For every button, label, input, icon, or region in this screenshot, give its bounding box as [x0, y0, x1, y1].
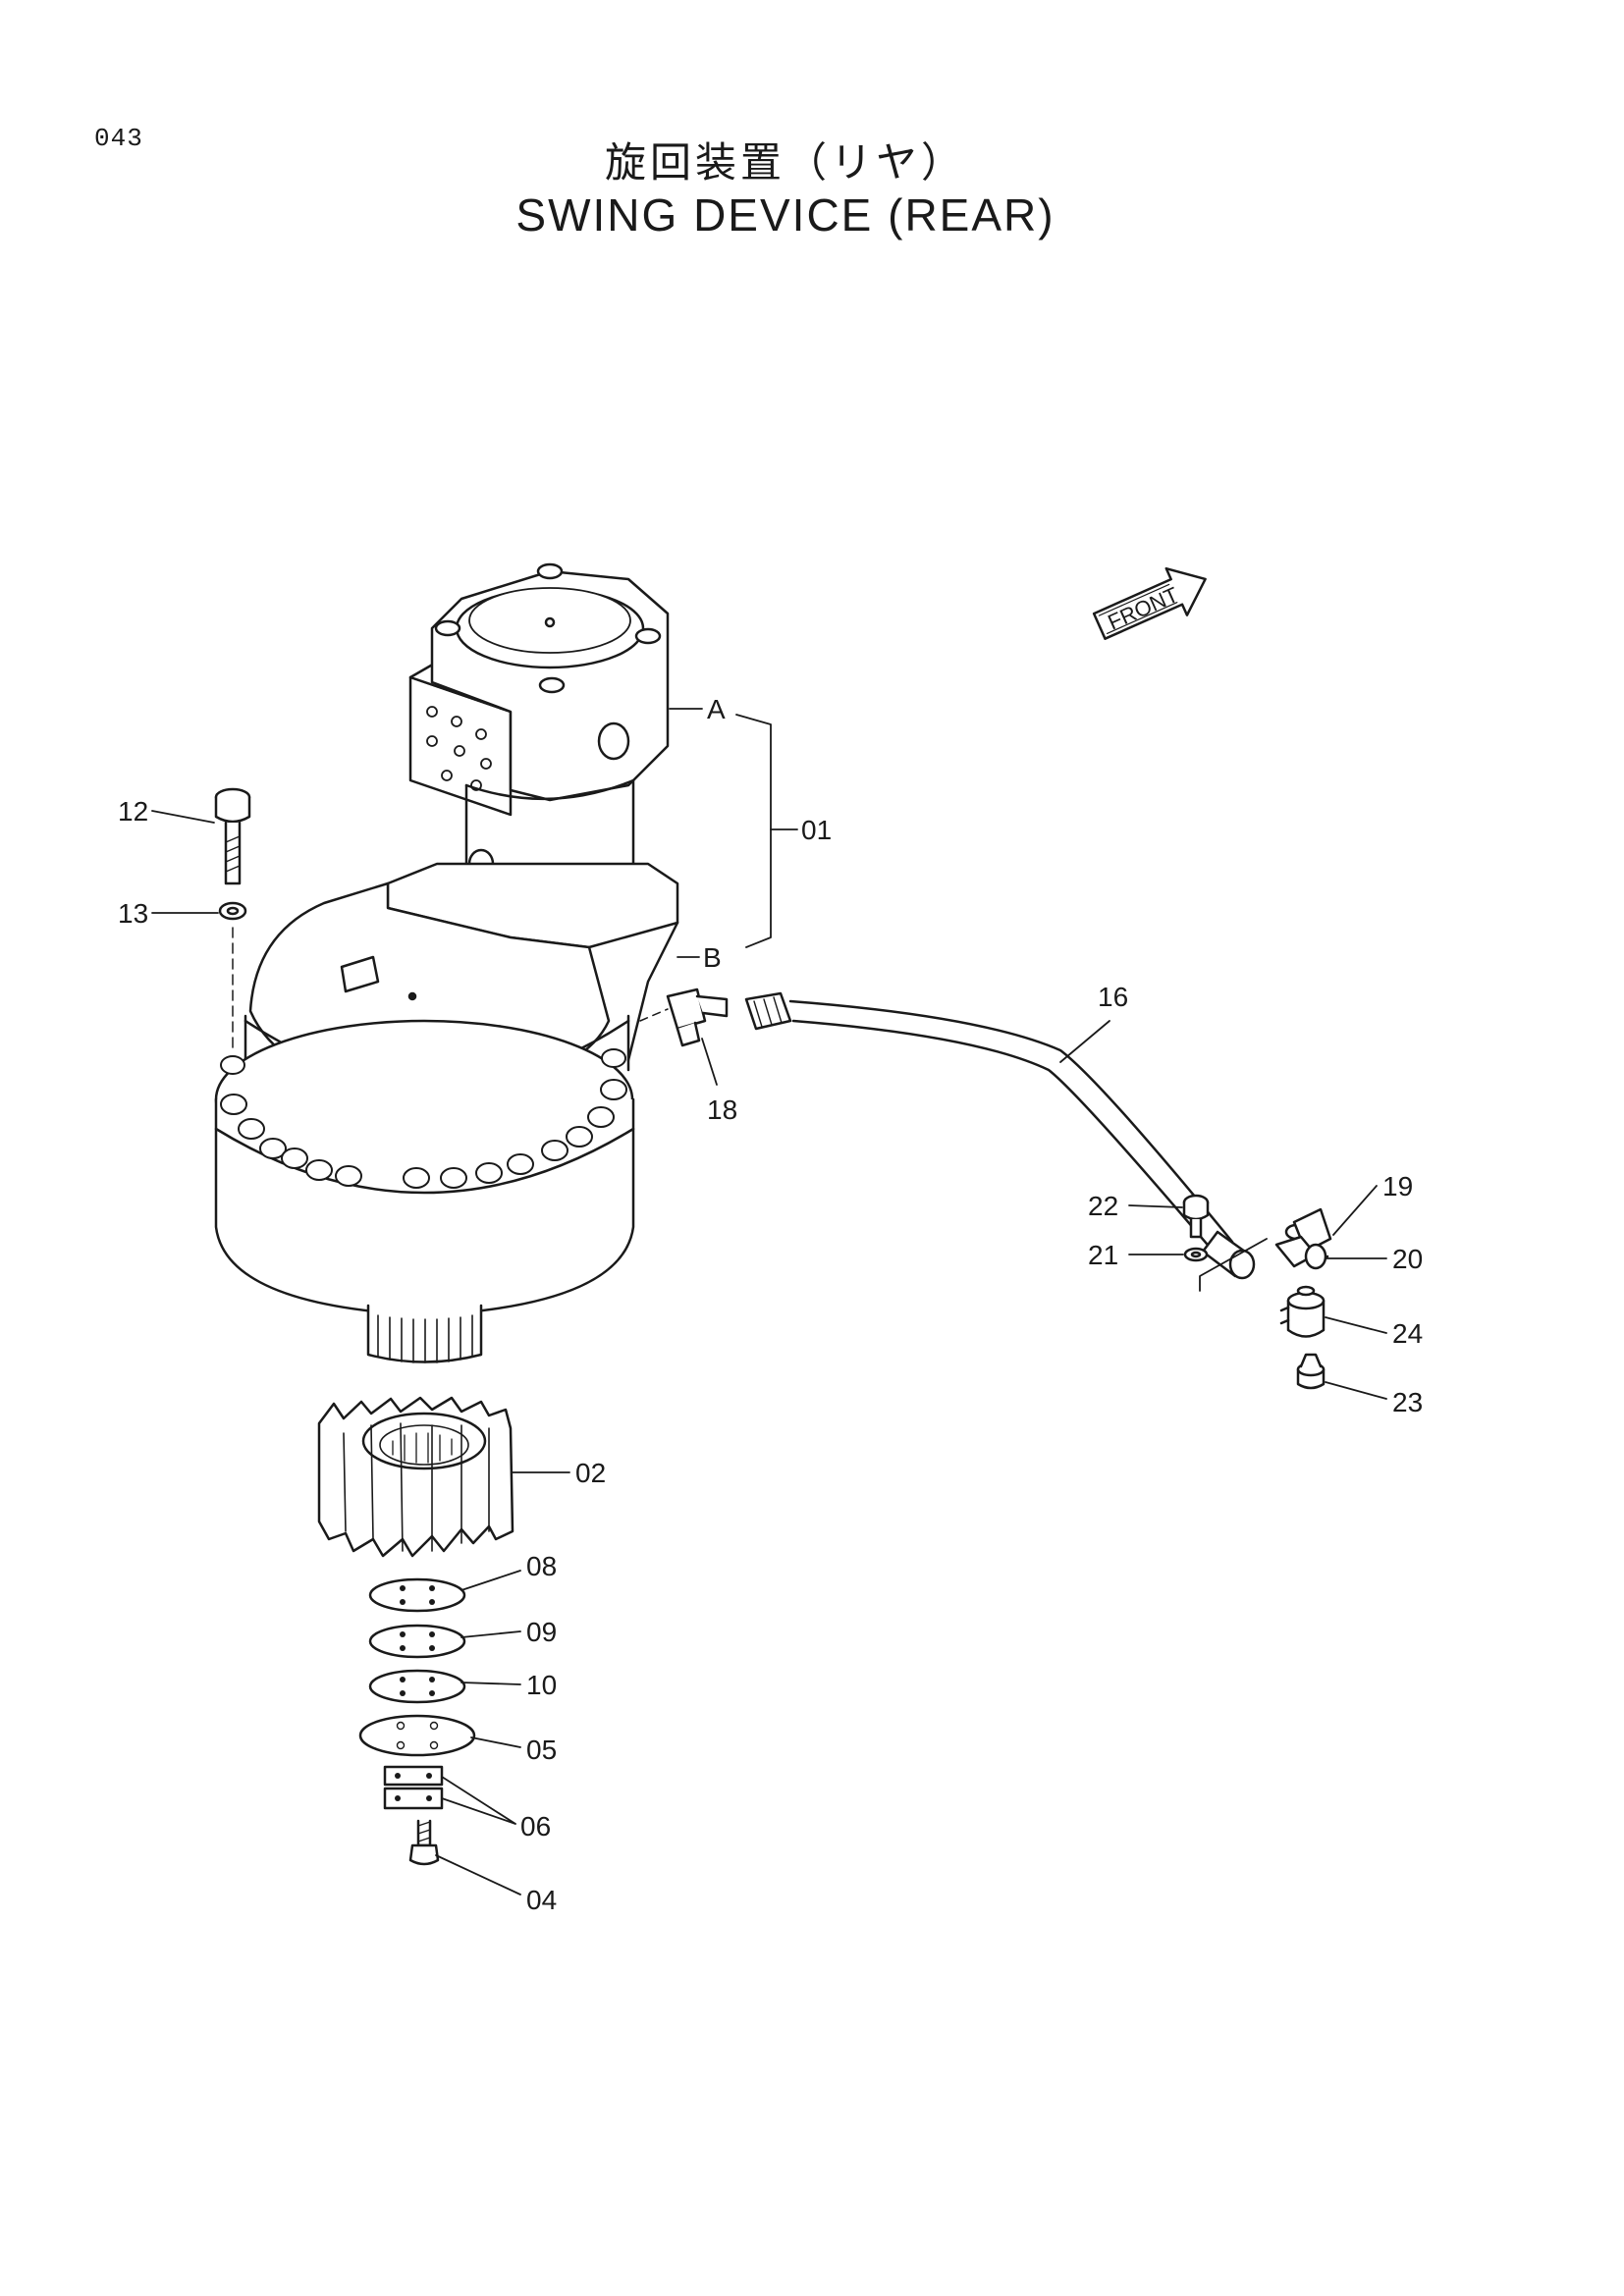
callouts: A B 01 12 13 16 18 19 20 21 22 24 23 02 … — [118, 694, 1423, 1915]
title-japanese: 旋回装置（リヤ） — [604, 138, 966, 187]
clamp-20 — [1199, 1235, 1327, 1292]
pinion-gear-02 — [317, 1396, 514, 1558]
label-08: 08 — [526, 1551, 557, 1581]
label-05: 05 — [526, 1735, 557, 1765]
label-19: 19 — [1382, 1171, 1413, 1201]
bolt-12 — [214, 787, 251, 885]
title-english: SWING DEVICE (REAR) — [515, 189, 1056, 240]
label-20: 20 — [1392, 1244, 1423, 1274]
label-04: 04 — [526, 1885, 557, 1915]
plug-23 — [1296, 1353, 1326, 1390]
washer-21 — [1183, 1247, 1209, 1262]
plate-09 — [368, 1624, 466, 1659]
plate-10 — [368, 1669, 466, 1704]
label-24: 24 — [1392, 1318, 1423, 1349]
label-01: 01 — [801, 815, 832, 845]
label-21: 21 — [1088, 1240, 1118, 1270]
gear-case — [214, 881, 635, 1363]
fitting-18 — [666, 988, 729, 1047]
label-02: 02 — [575, 1458, 606, 1488]
label-13: 13 — [118, 898, 148, 929]
label-12: 12 — [118, 796, 148, 827]
coupling-24 — [1279, 1285, 1326, 1338]
front-arrow-icon: FRONT — [1092, 566, 1207, 640]
plate-08 — [368, 1577, 466, 1613]
leader-lines — [151, 708, 1387, 1896]
label-10: 10 — [526, 1670, 557, 1700]
label-port-b: B — [703, 942, 722, 973]
lock-plate-06 — [383, 1765, 444, 1810]
label-06: 06 — [520, 1811, 551, 1842]
swing-motor-assembly — [386, 562, 679, 1062]
label-18: 18 — [707, 1095, 737, 1125]
page-number: 043 — [94, 124, 143, 153]
label-09: 09 — [526, 1617, 557, 1647]
plate-05 — [358, 1714, 476, 1757]
washer-13 — [218, 901, 247, 921]
label-22: 22 — [1088, 1191, 1118, 1221]
label-port-a: A — [707, 694, 726, 724]
label-16: 16 — [1098, 982, 1128, 1012]
bolt-04 — [408, 1819, 440, 1866]
label-23: 23 — [1392, 1387, 1423, 1417]
bolt-22 — [1182, 1194, 1210, 1239]
hose-16 — [744, 991, 1256, 1280]
front-label: FRONT — [1104, 582, 1181, 635]
